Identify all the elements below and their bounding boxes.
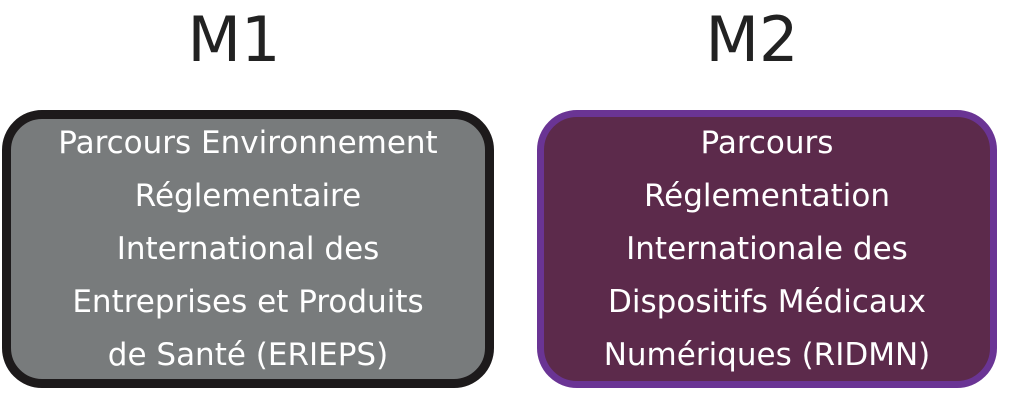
m2-program-label: Parcours Réglementation Internationale d…	[603, 124, 931, 373]
m1-title: M1	[187, 3, 281, 76]
m1-program-label: Parcours Environnement Réglementaire Int…	[58, 124, 438, 373]
m1-program-box: Parcours Environnement Réglementaire Int…	[2, 110, 494, 388]
m2-program-box: Parcours Réglementation Internationale d…	[537, 110, 997, 388]
m2-title: M2	[705, 3, 799, 76]
